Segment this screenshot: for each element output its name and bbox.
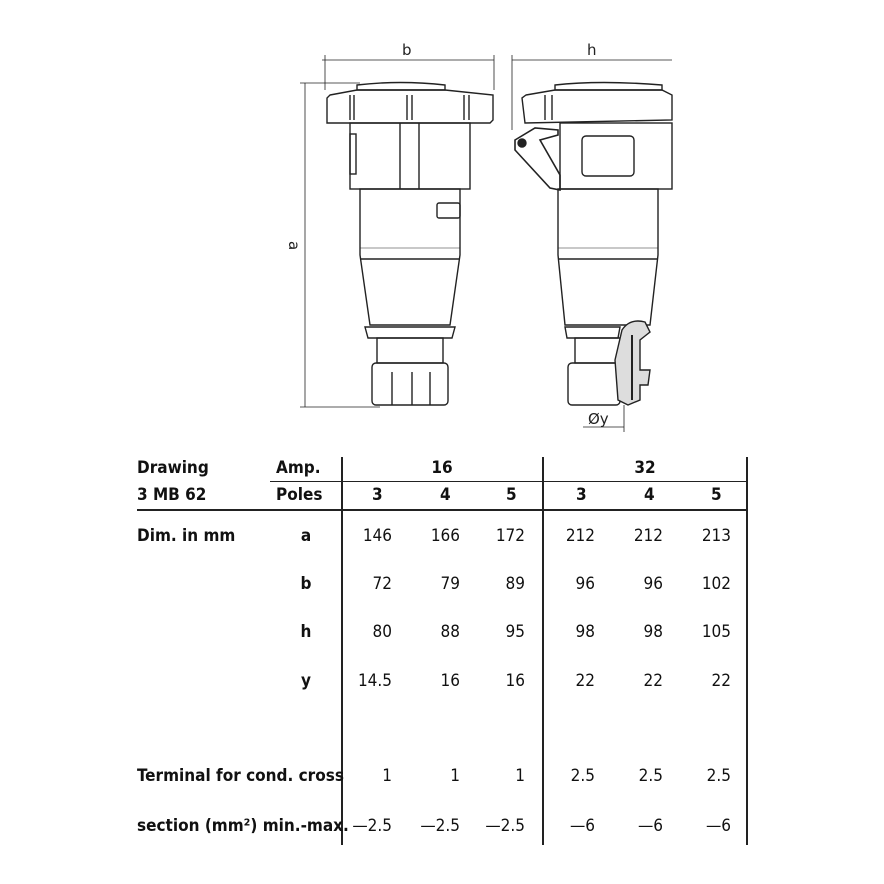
divider-amp <box>270 481 747 482</box>
dim-value: 96 <box>643 574 663 594</box>
divider-header <box>137 509 747 511</box>
dim-value: 95 <box>505 622 525 642</box>
dimension-h: h <box>511 41 672 130</box>
dim-value: 80 <box>372 622 392 642</box>
terminal-max: —6 <box>705 816 731 836</box>
terminal-max: —2.5 <box>420 816 460 836</box>
terminal-min: 2.5 <box>706 766 731 786</box>
terminal-min: 2.5 <box>570 766 595 786</box>
dim-key-h: h <box>300 622 312 642</box>
logo-badge <box>436 202 461 219</box>
hinge-icon <box>517 138 527 148</box>
dim-label-y: Øy <box>588 410 609 428</box>
drawing-label: Drawing <box>137 458 209 478</box>
dim-value: 212 <box>633 526 663 546</box>
poles-header: 3 <box>372 485 383 505</box>
dim-label-b: b <box>402 41 412 59</box>
drawing-code: 3 MB 62 <box>137 485 207 505</box>
terminal-max: —2.5 <box>485 816 525 836</box>
terminal-max: —2.5 <box>352 816 392 836</box>
terminal-min: 1 <box>515 766 525 786</box>
dim-value: 79 <box>440 574 460 594</box>
dim-label-a: a <box>285 241 303 250</box>
dim-value: 166 <box>430 526 460 546</box>
poles-header: 5 <box>506 485 517 505</box>
dim-value: 16 <box>505 671 525 691</box>
terminal-min: 1 <box>450 766 460 786</box>
dim-key-b: b <box>300 574 312 594</box>
dim-value: 213 <box>701 526 731 546</box>
dim-key-a: a <box>300 526 312 546</box>
divider-col-2 <box>542 457 544 845</box>
amp-group-32: 32 <box>634 458 656 478</box>
terminal-label-1: Terminal for cond. cross <box>137 766 344 786</box>
dim-value: 172 <box>495 526 525 546</box>
dimension-y: Øy <box>583 405 625 432</box>
dim-label-h: h <box>587 41 597 59</box>
connector-side-view <box>514 81 673 406</box>
dim-label: Dim. in mm <box>137 526 236 546</box>
dim-value: 98 <box>575 622 595 642</box>
dim-value: 14.5 <box>357 671 392 691</box>
dim-key-y: y <box>301 671 311 691</box>
poles-header: 3 <box>576 485 587 505</box>
terminal-label-2: section (mm²) min.-max. <box>137 816 349 836</box>
dim-value: 16 <box>440 671 460 691</box>
poles-label: Poles <box>276 485 323 505</box>
dimension-a: a <box>285 82 380 408</box>
technical-drawing: b h a Øy <box>285 41 673 432</box>
dim-value: 98 <box>643 622 663 642</box>
dim-value: 146 <box>362 526 392 546</box>
divider-col-1 <box>341 457 343 845</box>
dim-value: 212 <box>565 526 595 546</box>
dim-value: 102 <box>701 574 731 594</box>
terminal-min: 2.5 <box>638 766 663 786</box>
dim-value: 96 <box>575 574 595 594</box>
dim-value: 22 <box>575 671 595 691</box>
dimension-b: b <box>322 41 495 90</box>
amp-group-16: 16 <box>431 458 453 478</box>
terminal-max: —6 <box>637 816 663 836</box>
dim-value: 22 <box>643 671 663 691</box>
dim-value: 72 <box>372 574 392 594</box>
terminal-max: —6 <box>569 816 595 836</box>
terminal-min: 1 <box>382 766 392 786</box>
poles-header: 4 <box>440 485 451 505</box>
dim-value: 22 <box>711 671 731 691</box>
amp-label: Amp. <box>276 458 321 478</box>
divider-col-3 <box>746 457 748 845</box>
poles-header: 4 <box>644 485 655 505</box>
dim-value: 105 <box>701 622 731 642</box>
connector-front-view <box>326 81 494 406</box>
dim-value: 88 <box>440 622 460 642</box>
dim-value: 89 <box>505 574 525 594</box>
poles-header: 5 <box>711 485 722 505</box>
